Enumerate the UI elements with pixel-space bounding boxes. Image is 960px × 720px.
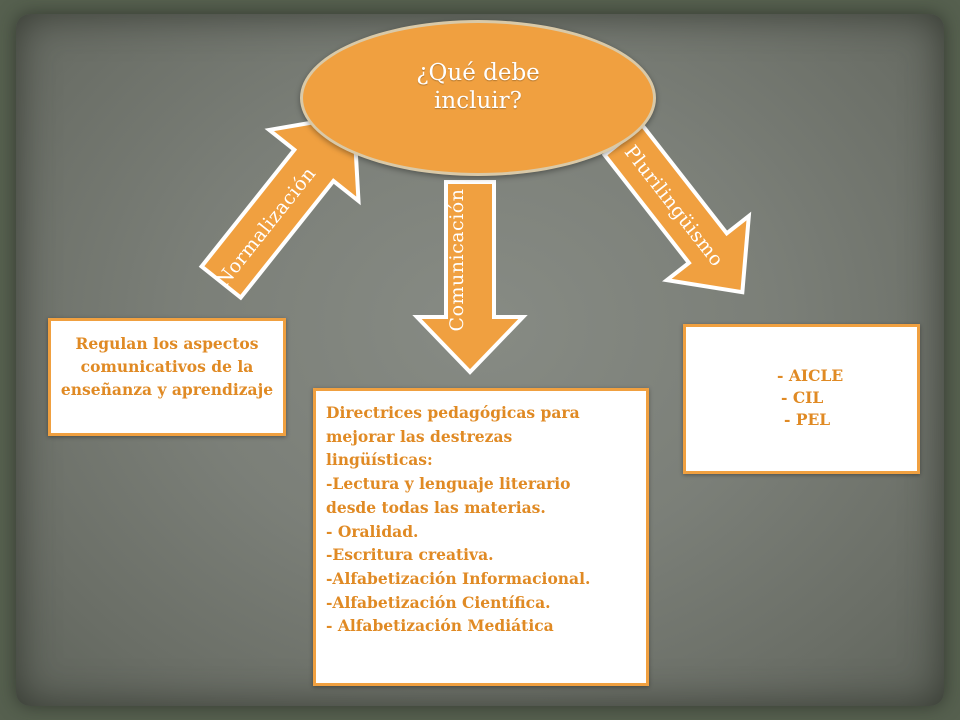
comunicacion-line: desde todas las materias. [326, 497, 546, 517]
arrow-label-normalizacion: Normalización [212, 163, 321, 292]
comunicacion-line: - Oralidad. [326, 521, 419, 541]
comunicacion-line: -Escritura creativa. [326, 545, 494, 565]
comunicacion-box: Directrices pedagógicas para mejorar las… [313, 388, 649, 686]
arrow-comunicacion: Comunicación [412, 180, 528, 375]
plurilinguismo-box: - AICLE - CIL - PEL [683, 324, 920, 474]
normalizacion-box: Regulan los aspectos comunicativos de la… [48, 318, 286, 436]
comunicacion-line: -Lectura y lenguaje literario [326, 474, 571, 494]
plurilinguismo-item: - AICLE [777, 366, 844, 385]
comunicacion-line: Directrices pedagógicas para [326, 403, 580, 422]
arrow-label-plurilinguismo: Plurilingüismo [620, 141, 728, 271]
comunicacion-line: - Alfabetización Mediática [326, 616, 554, 636]
arrow-label-comunicacion: Comunicación [446, 189, 468, 332]
plurilinguismo-item: - CIL [781, 388, 824, 407]
normalizacion-box-text: Regulan los aspectos comunicativos de la… [60, 334, 274, 399]
plurilinguismo-item: - PEL [784, 410, 831, 429]
central-question-text: ¿Qué debe incluir? [416, 60, 540, 114]
comunicacion-line: -Alfabetización Informacional. [326, 568, 591, 588]
comunicacion-line: -Alfabetización Científica. [326, 592, 551, 612]
central-question-node: ¿Qué debe incluir? [300, 20, 656, 176]
comunicacion-line: lingüísticas: [326, 450, 433, 470]
comunicacion-line: mejorar las destrezas [326, 426, 513, 446]
